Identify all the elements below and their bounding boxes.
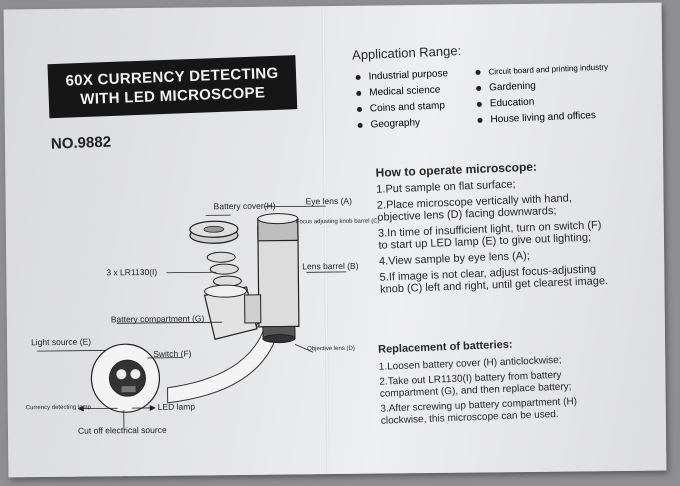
lens-barrel-drawing — [257, 225, 300, 328]
application-item: Education — [476, 93, 627, 110]
application-range-list: Industrial purpose Circuit board and pri… — [355, 61, 627, 131]
instruction-sheet: 60X CURRENCY DETECTING WITH LED MICROSCO… — [3, 2, 667, 478]
operate-section: How to operate microscope: 1.Put sample … — [375, 158, 610, 300]
label-led-lamp: LED lamp — [157, 401, 196, 412]
bullet-icon — [356, 106, 363, 112]
bullet-icon — [475, 69, 481, 76]
operate-step: 3.In time of insufficient light, turn on… — [377, 219, 602, 252]
batteries-section: Replacement of batteries: 1.Loosen batte… — [378, 336, 611, 431]
microscope-diagram — [37, 205, 349, 431]
label-switch: Switch (F) — [153, 348, 192, 359]
bullet-icon — [476, 85, 482, 91]
operate-step: 2.Place microscope vertically with hand,… — [376, 192, 573, 224]
label-lens-barrel: Lens barrel (B) — [302, 260, 359, 272]
application-item: Industrial purpose — [355, 67, 475, 83]
label-objective-lens: Objective lens (D) — [307, 345, 355, 353]
label-battery-cover: Battery cover(H) — [213, 200, 276, 212]
bullet-icon — [357, 122, 363, 128]
label-light-source: Light source (E) — [31, 336, 92, 348]
application-item: Medical science — [356, 83, 476, 99]
application-item: Coins and stamp — [356, 99, 477, 115]
bullet-icon — [477, 117, 483, 123]
application-item: Circuit board and printing industry — [475, 61, 625, 78]
bullet-icon — [356, 90, 362, 97]
battery-step: 2.Take out LR1130(I) battery from batter… — [379, 369, 572, 400]
title-banner: 60X CURRENCY DETECTING WITH LED MICROSCO… — [47, 55, 298, 119]
application-range-title: Application Range: — [351, 42, 462, 63]
application-item: Gardening — [476, 77, 626, 94]
bullet-icon — [476, 101, 482, 107]
label-eye-lens: Eye lens (A) — [305, 195, 352, 207]
battery-step: 3.After screwing up battery compartment … — [380, 396, 578, 427]
bullet-icon — [355, 74, 361, 81]
operate-step: 5.If image is not clear, adjust focus-ad… — [379, 263, 609, 296]
battery-drawing — [206, 251, 236, 263]
model-number: NO.9882 — [50, 133, 112, 153]
label-focus-knob: Focus adjusting knob barrel (C) — [295, 218, 380, 226]
label-cut-off: Cut off electrical source — [77, 424, 167, 436]
label-batteries: 3 x LR1130(I) — [106, 266, 158, 278]
label-battery-compartment: Battery compartment (G) — [110, 313, 205, 325]
application-item: House living and offices — [477, 109, 627, 126]
application-item: Geography — [357, 115, 477, 131]
label-currency-lamp: Currency detecting lamp — [25, 404, 91, 412]
